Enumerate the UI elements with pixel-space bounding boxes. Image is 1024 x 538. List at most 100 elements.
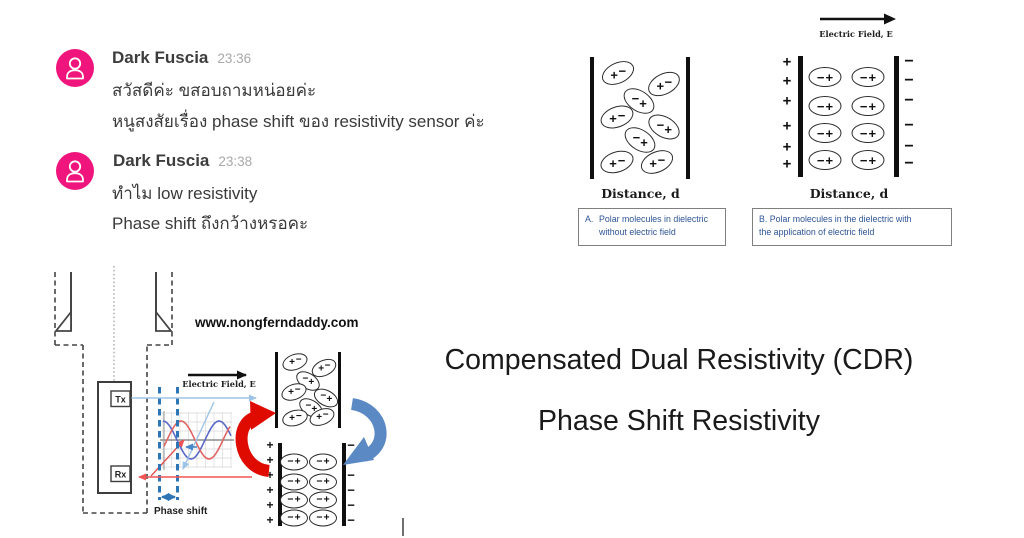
polar-molecule: +− <box>597 101 637 133</box>
phase-shift-markers: Phase shift <box>154 387 208 517</box>
minus-symbol: − <box>816 69 825 85</box>
polar-molecule: +− <box>637 145 677 179</box>
polar-molecule: +− <box>598 56 638 90</box>
plus-charge: + <box>782 117 792 135</box>
plus-charge: + <box>782 92 792 110</box>
polar-molecule: −+ <box>644 109 684 145</box>
caption-a-marker: A. <box>585 214 594 224</box>
sender-name[interactable]: Dark Fuscia 23:38 <box>113 151 252 171</box>
plus-symbol: + <box>868 125 877 141</box>
electric-field-arrow-top: Electric Field, E <box>819 13 896 39</box>
plus-symbol: + <box>825 69 834 85</box>
red-curved-arrow <box>235 401 276 477</box>
minus-symbol: − <box>664 74 672 90</box>
minus-symbol: − <box>816 152 825 168</box>
polar-molecule: −+ <box>851 96 885 116</box>
message-time: 23:38 <box>218 154 253 169</box>
blue-curved-arrow <box>343 398 387 465</box>
minus-charge: − <box>904 138 914 155</box>
mini-plate-left-b <box>278 443 282 526</box>
wave-pointer-lightblue <box>182 401 215 470</box>
plus-symbol: + <box>868 69 877 85</box>
person-icon <box>66 57 84 80</box>
minus-symbol: − <box>859 69 868 85</box>
electric-field-arrow-bottom: Electric Field, E <box>182 370 256 389</box>
logging-tool: Tx Rx <box>97 381 132 494</box>
plus-charge: + <box>782 155 792 173</box>
minus-symbol: − <box>632 130 641 146</box>
polar-molecule: −+ <box>808 150 842 170</box>
minus-charge: − <box>904 155 914 172</box>
polar-molecule: −+ <box>808 96 842 116</box>
message-line: สวัสดีค่ะ ขสอบถามหน่อยค่ะ <box>112 81 317 100</box>
polar-molecule: +− <box>644 66 684 102</box>
plus-symbol: + <box>825 152 834 168</box>
minus-symbol: − <box>617 108 625 124</box>
capacitor-plate-left-b <box>798 56 803 177</box>
title-line-2: Phase Shift Resistivity <box>538 405 820 437</box>
plus-symbol: + <box>609 155 617 171</box>
minus-symbol: − <box>816 125 825 141</box>
minus-symbol: − <box>656 117 665 133</box>
minus-symbol: − <box>617 153 625 169</box>
distance-label-a: Distance, d <box>601 186 680 201</box>
message-line: Phase shift ถึงกว้างหรอคะ <box>112 214 309 233</box>
casing-shoe-left <box>54 309 72 332</box>
title-line-1: Compensated Dual Resistivity (CDR) <box>444 344 914 376</box>
received-wave <box>163 420 231 460</box>
minus-charge: − <box>904 117 914 134</box>
tool-schematic: Tx Rx Electric Field, E Phase shift <box>54 266 404 536</box>
plus-symbol: + <box>825 98 834 114</box>
electric-field-label-top: Electric Field, E <box>819 29 893 39</box>
minus-symbol: − <box>618 63 626 79</box>
electric-field-label-bottom: Electric Field, E <box>182 379 256 389</box>
minus-symbol: − <box>631 91 640 107</box>
minus-charge: − <box>904 53 914 70</box>
polar-molecule: −+ <box>619 82 659 120</box>
minus-symbol: − <box>859 125 868 141</box>
plus-symbol: + <box>638 95 647 111</box>
person-icon <box>66 160 84 183</box>
sine-plot <box>150 401 234 477</box>
plus-charge: + <box>782 72 792 90</box>
sender-name-text: Dark Fuscia <box>113 151 210 170</box>
user-avatar[interactable] <box>56 49 94 87</box>
polar-molecule: −+ <box>851 67 885 87</box>
mini-plate-left-a <box>275 352 278 428</box>
plus-symbol: + <box>649 156 657 172</box>
minus-charge: − <box>904 72 914 89</box>
plus-symbol: + <box>639 134 648 150</box>
minus-symbol: − <box>816 98 825 114</box>
plus-symbol: + <box>656 78 664 94</box>
plus-symbol: + <box>610 67 618 83</box>
plus-symbol: + <box>868 98 877 114</box>
capacitor-plate-left-a <box>590 57 594 179</box>
minus-charge: − <box>904 92 914 109</box>
transmitted-wave <box>162 420 232 460</box>
distance-label-b: Distance, d <box>809 186 889 201</box>
polar-molecule: −+ <box>851 150 885 170</box>
caption-b-box: B. Polar molecules in the dielectric wit… <box>752 208 952 246</box>
borehole-outline <box>54 266 173 514</box>
polar-molecule: −+ <box>620 121 660 159</box>
polar-molecule: −+ <box>808 123 842 143</box>
tx-label: Tx <box>115 395 126 405</box>
minus-symbol: − <box>657 152 665 168</box>
rx-label: Rx <box>115 470 127 480</box>
polar-molecule: −+ <box>851 123 885 143</box>
plus-symbol: + <box>825 125 834 141</box>
phase-shift-label: Phase shift <box>154 506 208 517</box>
minus-symbol: − <box>859 98 868 114</box>
watermark-text: www.nongferndaddy.com <box>194 315 359 330</box>
slide-title: Compensated Dual Resistivity (CDR) Phase… <box>440 342 918 439</box>
plus-charge: + <box>782 53 792 71</box>
mini-plate-right-b <box>342 443 346 526</box>
user-avatar[interactable] <box>56 152 94 190</box>
polar-molecule: +− <box>597 146 637 178</box>
message-line: ทำไม low resistivity <box>112 184 258 203</box>
minus-symbol: − <box>859 152 868 168</box>
plus-symbol: + <box>609 110 617 126</box>
